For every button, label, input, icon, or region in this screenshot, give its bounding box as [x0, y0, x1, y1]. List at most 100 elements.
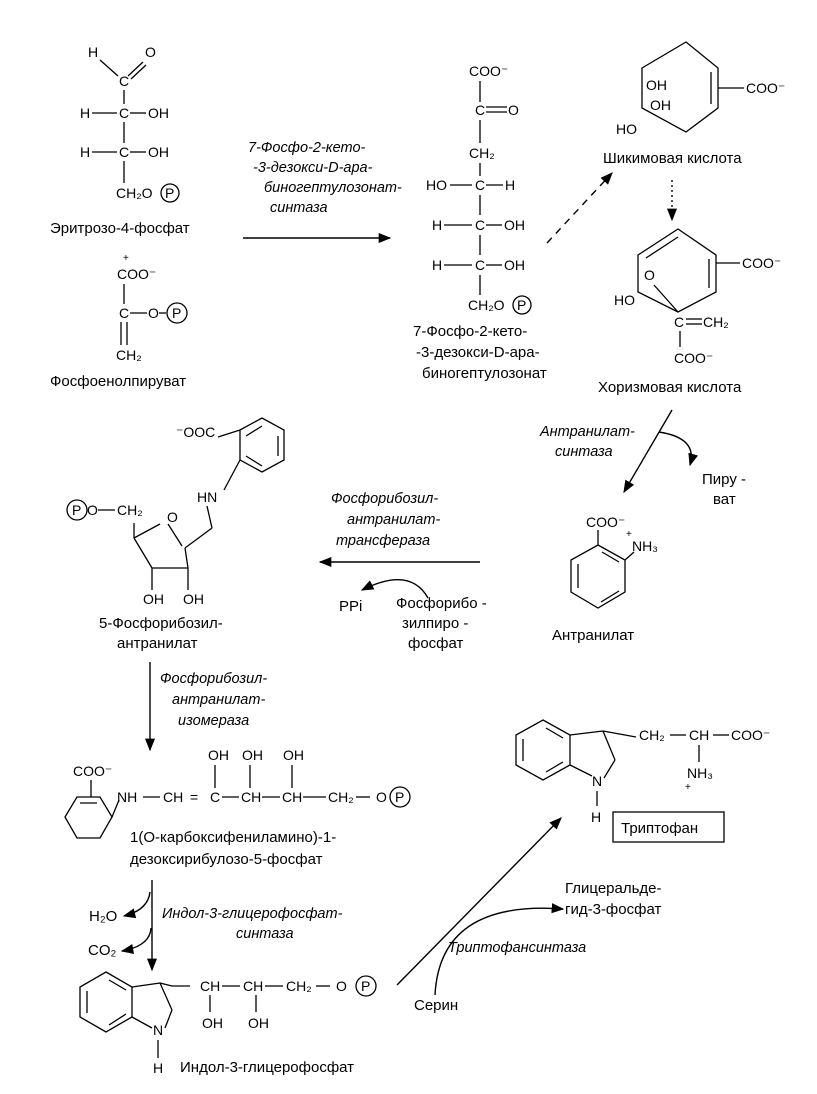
bond-line [99, 59, 119, 77]
text: 1(О-карбоксифениламино)-1- [130, 829, 336, 846]
bond-line [206, 505, 213, 529]
arrow-ppi [360, 579, 429, 599]
atom-c: C [119, 105, 129, 121]
atom-coo: COO⁻ [742, 255, 781, 271]
arrow-serine-to-g3p [434, 903, 565, 996]
bond-line [569, 764, 593, 777]
bond-line [624, 551, 635, 561]
bond-path [637, 228, 717, 313]
atom-h: H [80, 144, 90, 160]
atom-oh: OH [143, 591, 164, 607]
bond-line [108, 979, 127, 991]
atom-o: O [145, 44, 156, 60]
chorismic-label: Хоризмовая кислота [598, 379, 742, 396]
atom-ch: CH [689, 727, 709, 743]
text: Индол-3-глицерофосфат- [162, 906, 343, 922]
text: синтаза [555, 444, 613, 460]
text: 7-Фосфо-2-кето- [413, 323, 527, 340]
atom-h: H [432, 217, 442, 233]
atom-oh: OH [283, 747, 304, 763]
atom-coo: COO⁻ [731, 727, 770, 743]
bond-line [545, 761, 564, 773]
arrow-h2o [122, 891, 151, 919]
cdrp-structure: COO⁻ NH CH = C CH CH CH₂ O P OH OH OH [64, 747, 411, 839]
bond-line [653, 284, 679, 313]
atom-ch2: CH₂ [117, 502, 143, 518]
text: 5-Фосфорибозил- [99, 615, 223, 632]
atom-o: O [644, 267, 655, 283]
atom-c: C [674, 314, 684, 330]
double-bond: = [190, 789, 198, 805]
pep-label: Фосфоенолпируват [50, 373, 186, 390]
atom-h: H [505, 177, 515, 193]
text: изомераза [178, 713, 249, 729]
prpp-label: Фосфорибо - зилпиро - фосфат [396, 595, 487, 652]
atom-ch2: CH₂ [703, 314, 729, 330]
text: биногептулозонат- [264, 180, 402, 196]
bond-line [133, 523, 161, 539]
pra-structure: ⁻OOC HN O OH OH P O CH₂ [66, 417, 285, 607]
bond-line [130, 64, 147, 80]
pyruvate-label-2: ват [713, 491, 736, 508]
atom-ch: CH [200, 978, 220, 994]
atom-hn: HN [197, 489, 217, 505]
text: антранилат- [172, 692, 265, 708]
text: дезоксирибулозо-5-фосфат [130, 851, 323, 868]
phosphate-circle [355, 975, 377, 997]
text: Фосфорибо - [396, 595, 487, 612]
atom-o: O [336, 978, 347, 994]
atom-n: N [153, 1022, 163, 1038]
atom-ch: CH [282, 789, 302, 805]
atom-ch2: CH₂ [469, 145, 495, 161]
bond-path [570, 544, 626, 609]
atom-oh: OH [148, 144, 169, 160]
shikimic-label: Шикимовая кислота [603, 150, 742, 167]
anthranilate-label: Антранилат [552, 627, 634, 644]
atom-c: C [119, 305, 129, 321]
anthranilate-synthase-label: Антранилат- синтаза [539, 424, 635, 460]
charge-plus: + [123, 253, 129, 264]
atom-ho: HO [616, 121, 637, 137]
bond-line [545, 727, 564, 739]
atom-ch: CH [241, 789, 261, 805]
bond-line [569, 730, 604, 736]
text: антранилат [117, 635, 198, 652]
arrow-to-anthranilate [623, 409, 673, 494]
atom-oh: OH [183, 591, 204, 607]
co2-label: CO₂ [88, 942, 117, 959]
bond-line [164, 1009, 173, 1029]
atom-n: N [592, 773, 602, 789]
chorismic-acid-structure: COO⁻ O HO C CH₂ COO⁻ [614, 228, 781, 366]
phosphate-p: P [172, 305, 181, 321]
phosphate-circle [389, 786, 411, 808]
atom-nh3: NH₃ [632, 538, 658, 554]
pr-transferase-label: Фосфорибозил- антранилат- трансфераза [331, 491, 440, 549]
serine-label: Серин [414, 997, 458, 1014]
dahp-label: 7-Фосфо-2-кето- -3-дезокси-D-ара- биноге… [413, 323, 547, 382]
dahp-structure: COO⁻ C O CH₂ HO C H H C OH H C OH CH₂O P [426, 63, 532, 315]
phosphate-p: P [361, 978, 370, 994]
bond-line [217, 429, 241, 438]
bond-path [64, 796, 113, 839]
tryptophan-box [612, 811, 725, 843]
phosphoenolpyruvate-structure: + COO⁻ C O P CH₂ [116, 253, 188, 363]
bond-line [167, 523, 183, 547]
bond-path [515, 719, 571, 781]
atom-c: C [119, 73, 129, 89]
phosphate-circle [66, 499, 88, 521]
phosphate-p: P [72, 502, 81, 518]
bond-line [159, 982, 173, 1011]
cdrp-label: 1(О-карбоксифениламино)-1- дезоксирибуло… [130, 829, 336, 868]
charge-plus: + [685, 782, 691, 793]
atom-h: H [153, 1060, 163, 1076]
atom-ooc: ⁻OOC [176, 424, 215, 440]
atom-ho: HO [614, 292, 635, 308]
pr-isomerase-label: Фосфорибозил- антранилат- изомераза [160, 671, 267, 729]
text: гид-3-фосфат [565, 901, 661, 918]
phosphate-p: P [165, 185, 174, 201]
phosphate-p: P [517, 297, 526, 313]
igp-label: Индол-3-глицерофосфат [180, 1059, 354, 1076]
atom-o: O [87, 502, 98, 518]
atom-oh: OH [208, 747, 229, 763]
atom-ch2: CH₂ [639, 727, 665, 743]
